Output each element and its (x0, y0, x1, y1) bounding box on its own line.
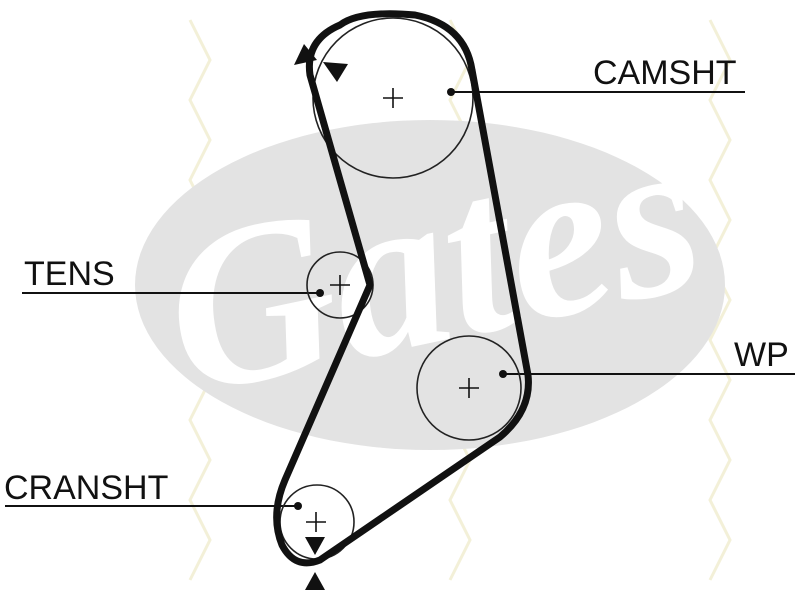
crankshaft-label: CRANSHT (4, 469, 168, 507)
triangle-marker-icon (294, 44, 317, 65)
tensioner-dot (316, 289, 324, 297)
plus-icon (330, 275, 350, 295)
timing-marks (294, 44, 348, 590)
water-pump-label: WP (734, 336, 789, 374)
plus-icon (459, 378, 479, 398)
plus-icon (383, 88, 403, 108)
leader-dots (294, 88, 507, 510)
triangle-marker-icon (305, 572, 325, 590)
timing-belt (273, 10, 532, 567)
crankshaft-dot (294, 502, 302, 510)
leader-lines (5, 91, 795, 507)
tensioner-label: TENS (24, 255, 115, 293)
plus-icon (306, 512, 326, 532)
water-pump-pulley (416, 335, 522, 441)
gates-watermark-logo: Gates (135, 83, 725, 450)
triangle-marker-icon (305, 537, 325, 555)
triangle-marker-icon (323, 62, 348, 82)
camshaft-dot (447, 88, 455, 96)
water-pump-dot (499, 370, 507, 378)
pulley-center-marks (306, 88, 479, 532)
camshaft-label: CAMSHT (593, 54, 737, 92)
